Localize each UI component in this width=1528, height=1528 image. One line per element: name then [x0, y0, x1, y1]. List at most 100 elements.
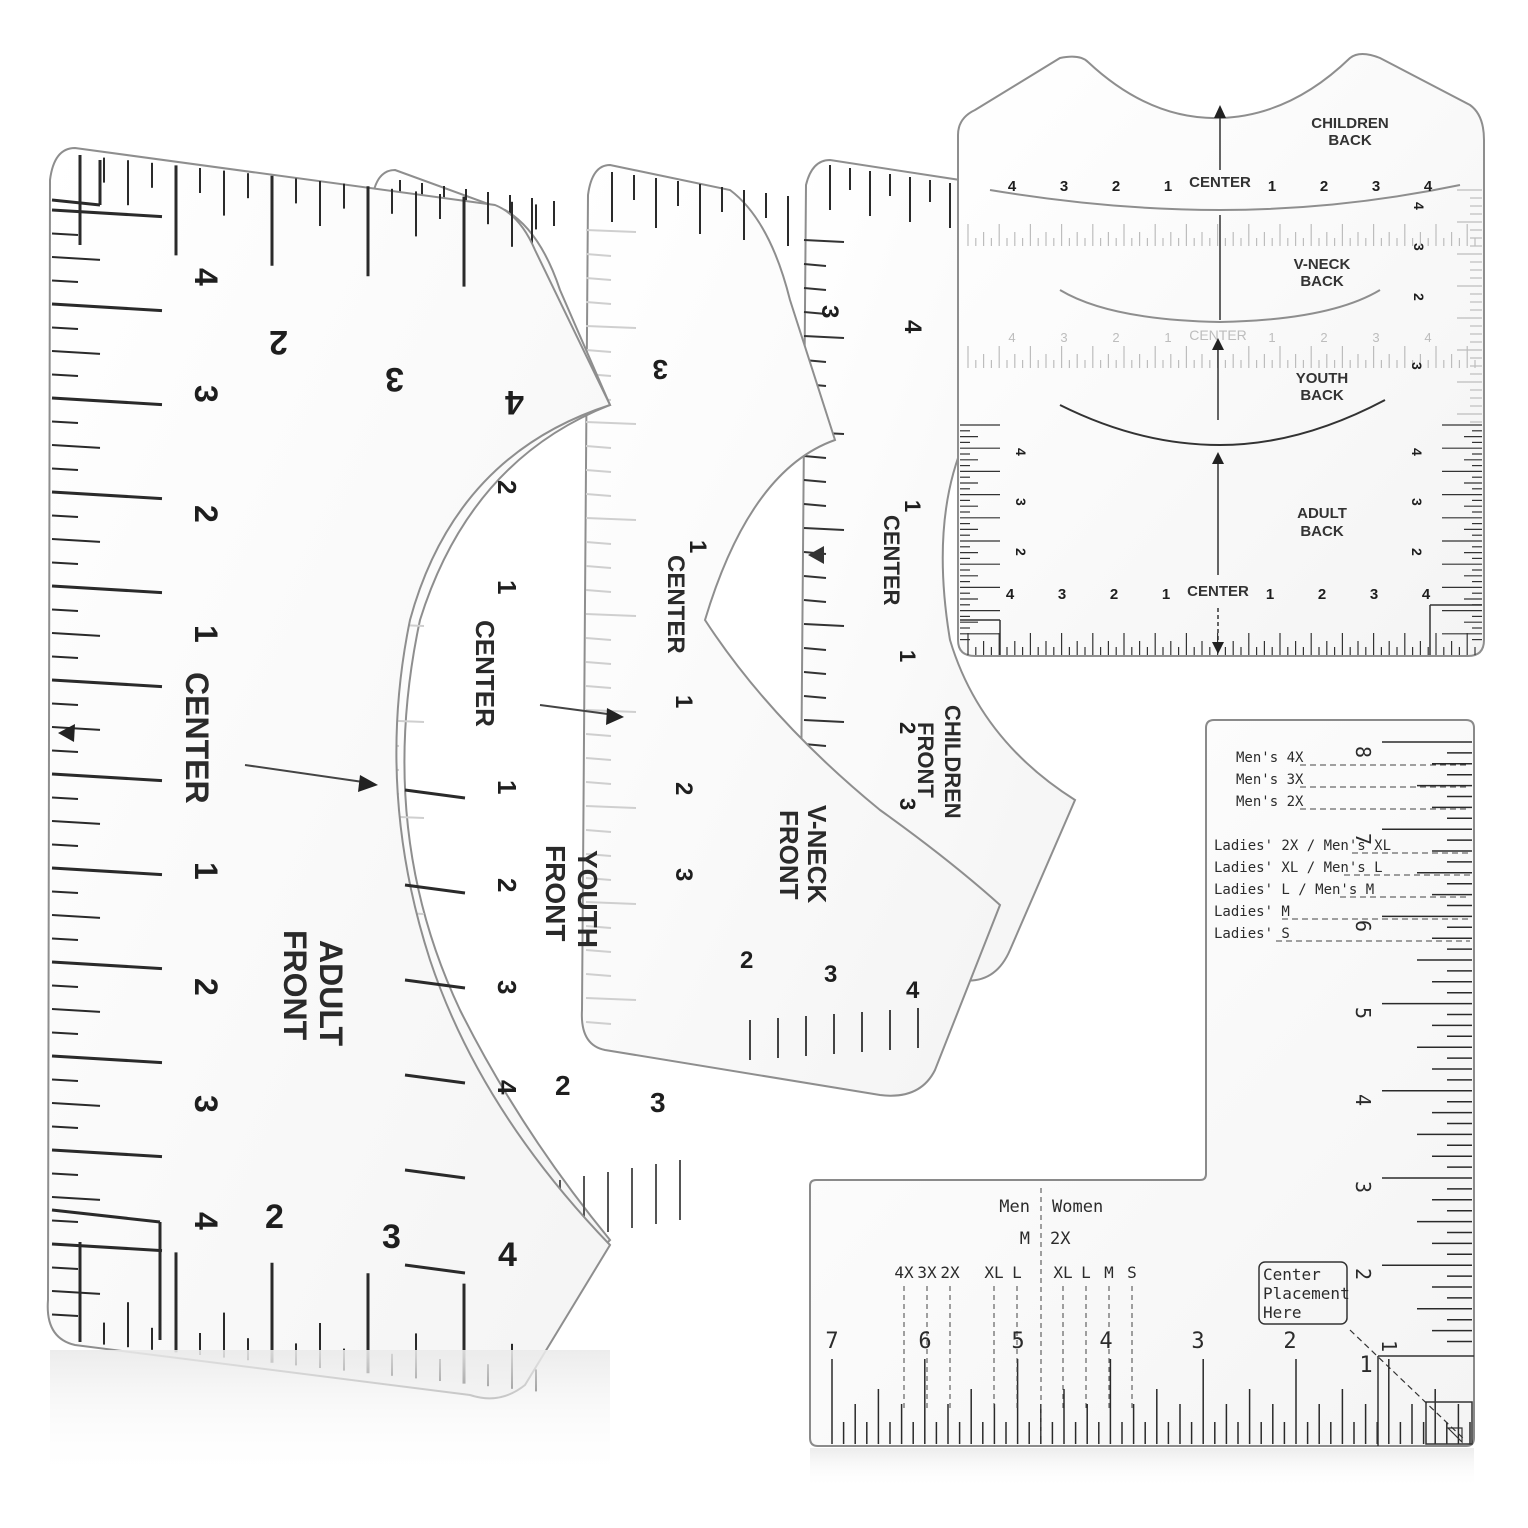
tick-mark	[803, 455, 827, 459]
adult-front-name-line1: ADULT	[313, 940, 349, 1047]
tick-mark	[404, 1073, 466, 1085]
children-front-top-number: 4	[899, 320, 926, 334]
l-horizontal-number: 3	[1191, 1329, 1204, 1354]
tick-mark	[803, 695, 827, 699]
tick-mark	[51, 467, 79, 472]
l-vertical-number: 8	[1351, 746, 1375, 758]
youth-front-number: 2	[492, 878, 522, 892]
tick-mark	[51, 772, 163, 783]
size-mark-label: Ladies' L / Men's M	[1214, 882, 1374, 898]
arrow-head-icon	[606, 708, 624, 725]
scale-number: 1	[1162, 586, 1170, 603]
tick-mark	[803, 719, 845, 723]
men-size-label: XL	[984, 1263, 1003, 1282]
tick-mark	[51, 1242, 163, 1253]
tick-mark	[51, 632, 101, 637]
vneck-front-bottom-number: 3	[824, 961, 837, 988]
tick-mark	[803, 623, 845, 627]
men-size-label: 3X	[917, 1263, 937, 1282]
children-front-name-line1: CHILDREN	[940, 705, 965, 819]
tick-mark	[51, 937, 79, 942]
back-ruler-ticks	[960, 189, 1482, 655]
tick-mark	[585, 445, 612, 449]
men-size-label: L	[1012, 1263, 1022, 1282]
l-horizontal-number: 1	[1359, 1353, 1372, 1378]
arrow-up-icon	[1212, 452, 1224, 464]
youth-back-right-number: 3	[1409, 362, 1425, 370]
l-size-marks: Men's 4X Men's 3X Men's 2X Ladies' 2X / …	[1214, 750, 1470, 942]
women-size-label: L	[1081, 1263, 1091, 1282]
children-front-center: CENTER	[879, 515, 904, 606]
tick-mark	[51, 655, 79, 660]
vneck-front-name-line1: V-NECK	[802, 805, 832, 903]
tick-mark	[803, 671, 827, 675]
children-back-neck-line	[989, 184, 1461, 212]
tick-mark	[803, 647, 827, 651]
tick-mark	[51, 1008, 101, 1013]
vneck-back-right-number: 3	[1411, 243, 1427, 251]
youth-front-name-line1: YOUTH	[572, 850, 603, 948]
scale-number: 3	[1013, 498, 1029, 506]
youth-back-name-line1: YOUTH	[1296, 370, 1349, 387]
size-mark-label: Men's 4X	[1236, 750, 1304, 766]
tick-mark	[51, 1031, 79, 1036]
adult-front-left-number: 1	[188, 862, 224, 880]
scale-number: 2	[1112, 330, 1119, 345]
adult-front-bottom-number: 3	[382, 1218, 401, 1256]
vneck-front-bottom-number: 2	[740, 947, 753, 974]
scale-number: 3	[1060, 178, 1068, 195]
tick-mark	[585, 877, 612, 881]
men-size-label: 2X	[940, 1263, 960, 1282]
scale-number: 4	[1422, 586, 1431, 603]
tick-mark	[585, 277, 612, 281]
tick-mark	[585, 565, 612, 569]
women-size-label: M	[1104, 1263, 1114, 1282]
children-back-name-line1: CHILDREN	[1311, 115, 1389, 132]
youth-front-number: 4	[492, 1080, 522, 1095]
tick-mark	[51, 490, 163, 501]
l-horizontal-number: 5	[1011, 1329, 1024, 1354]
tick-mark	[585, 301, 612, 305]
adult-front-name-line2: FRONT	[277, 930, 313, 1041]
youth-front-bottom-number: 2	[555, 1070, 571, 1101]
arrow-down-icon	[1212, 642, 1224, 654]
tick-mark	[51, 1266, 79, 1271]
tick-mark	[803, 503, 827, 507]
tick-mark	[585, 853, 612, 857]
vneck-front-number: 3	[670, 868, 697, 881]
scale-number: 1	[1266, 586, 1274, 603]
tick-mark	[803, 527, 845, 531]
l-vertical-number: 3	[1351, 1181, 1375, 1193]
children-front-number: 3	[895, 798, 920, 810]
tick-mark	[585, 421, 637, 425]
tick-mark	[51, 208, 163, 219]
vneck-front-bottom-number: 4	[906, 977, 920, 1004]
tick-mark	[51, 1196, 101, 1201]
adult-front-left-number: 4	[188, 268, 224, 286]
tick-mark	[585, 829, 612, 833]
tick-mark	[51, 538, 101, 543]
adult-back-name-line2: BACK	[1300, 523, 1343, 540]
youth-back-scale: 4 3 2 1 1 2 3 4	[1008, 330, 1431, 345]
children-back-center: CENTER	[1189, 174, 1251, 191]
tick-mark	[51, 984, 79, 989]
arrow-head-icon	[808, 546, 824, 564]
tick-mark	[803, 335, 845, 339]
scale-number: 3	[1058, 586, 1066, 603]
tick-mark	[803, 599, 827, 603]
tick-mark	[51, 1313, 79, 1318]
women-sizes: XL L M S	[1053, 1263, 1136, 1282]
arrow-head-icon	[58, 724, 75, 742]
children-front-number: 1	[900, 500, 925, 512]
tick-mark	[51, 514, 79, 519]
scale-number: 2	[1409, 548, 1425, 556]
adult-front-left-number: 1	[188, 625, 224, 643]
scale-number: 3	[1060, 330, 1067, 345]
vneck-front-number: 2	[670, 782, 697, 795]
scale-number: 4	[1013, 448, 1029, 456]
tick-mark	[51, 198, 101, 207]
tick-mark	[51, 820, 101, 825]
tick-mark	[585, 949, 612, 953]
vneck-back-name-line1: V-NECK	[1294, 256, 1351, 273]
